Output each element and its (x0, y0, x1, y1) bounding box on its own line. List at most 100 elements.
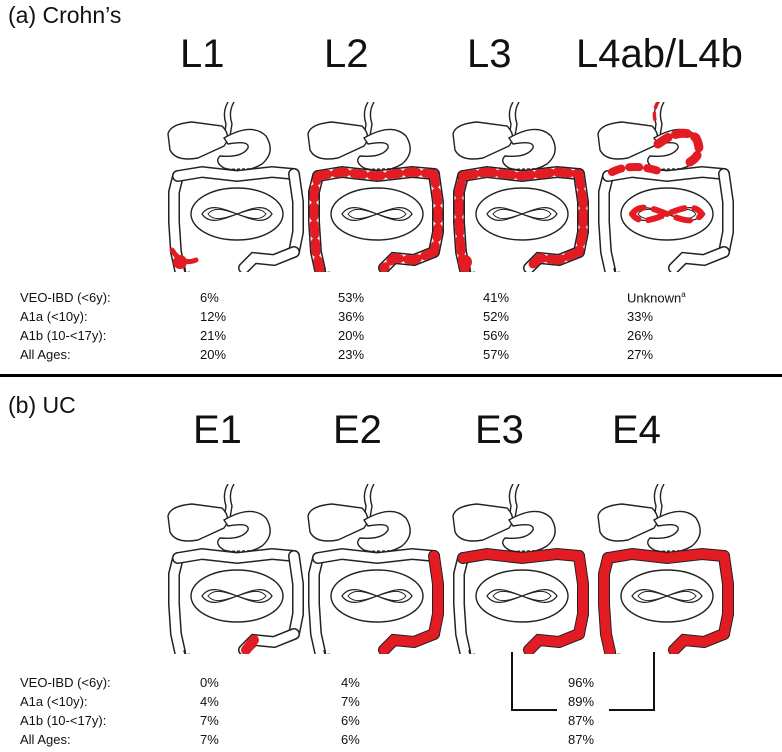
disease-segment (458, 548, 584, 564)
crohns-l1-label: L1 (180, 32, 225, 76)
crohns-l2-veo: 53% (338, 290, 365, 305)
uc-e1-label: E1 (193, 408, 242, 452)
small-bowel-loop (207, 208, 267, 220)
panel-a-title: (a) Crohn’s (8, 2, 122, 28)
uc-e4-gut-diagram (597, 484, 734, 654)
uc-e2-all: 6% (341, 732, 360, 747)
liver-outline (167, 503, 229, 542)
colon-lumen (239, 247, 299, 272)
colon-lumen (719, 169, 733, 257)
liver-outline (597, 503, 659, 542)
disease-segment (241, 635, 259, 654)
disease-segment (652, 102, 660, 126)
liver-outline (167, 121, 229, 160)
liver-outline (307, 503, 369, 542)
colon-lumen (599, 171, 615, 272)
esophagus-outline (369, 484, 375, 519)
colon-lumen (289, 169, 303, 257)
uc-e2-gut-diagram (307, 484, 444, 654)
crohns-l1-a1b: 21% (200, 328, 227, 343)
crohns-l4-gut-diagram (597, 102, 734, 272)
crohns-l4-label: L4ab/L4b (576, 32, 743, 76)
disease-segment (309, 171, 325, 272)
disease-segment (313, 167, 439, 181)
colon-lumen (309, 553, 325, 654)
small-bowel-loop (201, 207, 273, 221)
panel-divider (0, 374, 782, 377)
uc-e2-a1b: 6% (341, 713, 360, 728)
crohns-l3-a1a: 52% (483, 309, 510, 324)
uc-e4-label: E4 (612, 408, 661, 452)
disease-segment (524, 629, 584, 654)
uc-e1-a1b: 7% (200, 713, 219, 728)
crohns-l1-all: 20% (200, 347, 227, 362)
disease-segment (458, 255, 472, 269)
disease-segment (574, 551, 588, 639)
crohns-l3-gut-diagram (452, 102, 589, 272)
small-bowel-loop (631, 589, 703, 603)
row-label-all-ages: All Ages: (20, 347, 71, 362)
colon-lumen (173, 549, 299, 563)
liver-outline (597, 121, 659, 160)
liver-outline (452, 503, 514, 542)
disease-segment (719, 551, 733, 639)
crohns-l3-label: L3 (467, 32, 512, 76)
colon-lumen (289, 551, 303, 639)
disease-segment (458, 167, 584, 181)
stomach-outline (502, 128, 556, 171)
small-bowel-loop (207, 590, 267, 602)
esophagus-outline (369, 102, 375, 137)
crohns-l2-label: L2 (324, 32, 369, 76)
e3-e4-bracket (511, 652, 655, 711)
disease-segment (603, 548, 729, 564)
uc-e2-a1a: 7% (341, 694, 360, 709)
crohns-l1-gut-diagram (167, 102, 304, 272)
crohns-l2-all: 23% (338, 347, 365, 362)
colon-lumen (173, 167, 299, 181)
esophagus-outline (514, 484, 520, 519)
crohns-l1-a1a: 12% (200, 309, 227, 324)
esophagus-outline (508, 102, 514, 139)
small-bowel-loop (486, 207, 558, 221)
uc-row-label-veo-ibd: VEO-IBD (<6y): (20, 675, 111, 690)
crohns-l4-a1a: 33% (627, 309, 654, 324)
crohns-l4-veo: Unknowna (627, 290, 686, 305)
esophagus-outline (363, 102, 369, 139)
esophagus-outline (659, 102, 665, 137)
uc-e3e4-veo: 96% (568, 675, 595, 690)
disease-segment (629, 204, 706, 224)
uc-e2-veo: 4% (341, 675, 360, 690)
small-bowel-loop (492, 208, 552, 220)
stomach-outline (217, 510, 271, 553)
esophagus-outline (229, 484, 235, 519)
small-bowel-loop (341, 207, 413, 221)
crohns-l3-veo: 41% (483, 290, 510, 305)
stomach-outline (357, 510, 411, 553)
esophagus-outline (363, 484, 369, 521)
esophagus-outline (653, 484, 659, 521)
esophagus-outline (508, 484, 514, 521)
disease-segment (169, 247, 199, 265)
liver-outline (452, 121, 514, 160)
uc-e3-label: E3 (475, 408, 524, 452)
crohns-l2-a1b: 20% (338, 328, 365, 343)
disease-segment (653, 128, 704, 167)
appendix-outline (613, 267, 620, 272)
stomach-outline (217, 128, 271, 171)
row-label-a1b: A1b (10-<17y): (20, 328, 107, 343)
esophagus-outline (223, 484, 229, 521)
crohns-l4-veo-value: Unknown (627, 290, 682, 306)
appendix-outline (183, 649, 190, 654)
esophagus-outline (514, 102, 520, 137)
row-label-veo-ibd: VEO-IBD (<6y): (20, 290, 111, 305)
disease-segment (669, 629, 729, 654)
crohns-l2-gut-diagram (307, 102, 444, 272)
small-bowel-loop (201, 589, 273, 603)
esophagus-outline (659, 484, 665, 519)
uc-e1-veo: 0% (200, 675, 219, 690)
uc-row-label-all-ages: All Ages: (20, 732, 71, 747)
footnote-marker: a (681, 290, 686, 299)
crohns-l1-veo: 6% (200, 290, 219, 305)
uc-e1-all: 7% (200, 732, 219, 747)
crohns-l4-a1b: 26% (627, 328, 654, 343)
